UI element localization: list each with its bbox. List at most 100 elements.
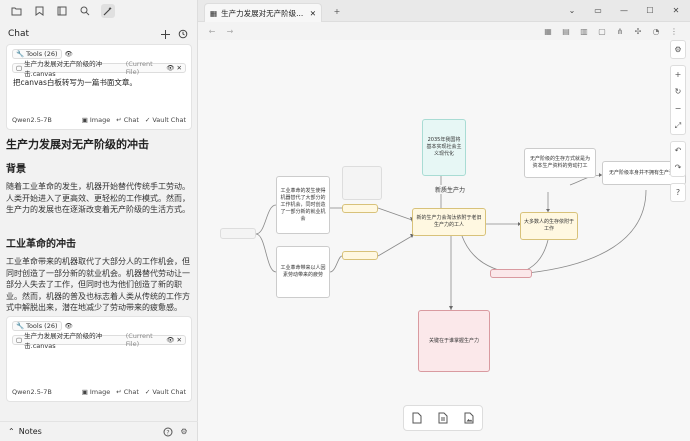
zoom-out-icon[interactable]: − bbox=[674, 104, 682, 113]
eye-icon[interactable]: 👁 bbox=[166, 64, 175, 72]
canvas-edges bbox=[255, 173, 647, 310]
sidebar-toolbar bbox=[0, 0, 197, 22]
image-icon: ▣ bbox=[81, 388, 88, 396]
grid-icon[interactable]: ▥ bbox=[580, 26, 588, 36]
tab-canvas[interactable]: ▦ 生产力发展对无产阶级... ✕ bbox=[204, 3, 322, 22]
more-options-icon[interactable]: ⋮ bbox=[670, 26, 678, 36]
bookmark-icon[interactable] bbox=[32, 4, 46, 18]
close-window-icon[interactable]: ✕ bbox=[672, 5, 680, 15]
canvas-node-small-yellow-1[interactable] bbox=[342, 204, 378, 213]
assistant-response: 生产力发展对无产阶级的冲击 背景 随着工业革命的发生，机器开始替代传统手工劳动。… bbox=[6, 136, 192, 312]
shortcut-icon: ✓ bbox=[144, 116, 151, 124]
undo-icon[interactable]: ↶ bbox=[674, 146, 682, 155]
section-heading-background: 背景 bbox=[6, 164, 26, 175]
redo-icon[interactable]: ↷ bbox=[674, 163, 682, 172]
vault-name[interactable]: Notes bbox=[18, 427, 42, 436]
chat-header: Chat bbox=[0, 26, 198, 42]
canvas-node-center[interactable]: 新的生产力会淘汰依附于老旧生产力的工人 bbox=[412, 208, 486, 236]
reset-zoom-icon[interactable]: ↻ bbox=[674, 87, 682, 96]
current-file-chip[interactable]: ▢ 生产力发展对无产阶级的冲击.canvas (Current File) 👁 … bbox=[12, 60, 186, 78]
magic-wand-icon[interactable] bbox=[101, 4, 115, 18]
chevron-icon[interactable]: ⌃ bbox=[8, 427, 15, 436]
new-tab-icon[interactable]: + bbox=[333, 6, 341, 16]
help-icon[interactable]: ? bbox=[675, 188, 681, 197]
canvas-controls: ⚙ + ↻ − ⤢ ↶ ↷ ? bbox=[670, 40, 686, 208]
canvas-icon: ▦ bbox=[210, 8, 218, 18]
file-icon: ▢ bbox=[16, 64, 23, 72]
tools-icon: 🔧 bbox=[16, 50, 25, 58]
image-button[interactable]: ▣Image bbox=[81, 388, 111, 396]
chat-button[interactable]: ↵Chat bbox=[116, 388, 139, 396]
search-icon[interactable] bbox=[78, 4, 92, 18]
doc-title: 生产力发展对无产阶级的冲击 bbox=[6, 138, 149, 151]
frame-icon[interactable]: ▢ bbox=[598, 26, 606, 36]
left-sidebar: Chat 🔧 Tools (26) 👁 ▢ 生产力发展对无产阶级的冲击.canv… bbox=[0, 0, 198, 441]
tab-bar: ▦ 生产力发展对无产阶级... ✕ + ⌄ ▭ — ☐ ✕ bbox=[198, 0, 690, 22]
fit-view-icon[interactable]: ⤢ bbox=[674, 120, 682, 130]
history-icon[interactable] bbox=[176, 27, 190, 41]
new-chat-icon[interactable] bbox=[158, 27, 172, 41]
canvas-node-right-yellow[interactable]: 大多数人的生存依附于工作 bbox=[520, 212, 578, 240]
settings-icon[interactable]: ⚙ bbox=[180, 427, 188, 436]
canvas-node-bottom[interactable]: 关键在于谁掌握生产力 bbox=[418, 310, 490, 372]
back-icon[interactable]: ← bbox=[208, 26, 216, 36]
canvas-node-placeholder[interactable] bbox=[342, 166, 382, 200]
eye-icon[interactable]: 👁 bbox=[166, 336, 175, 344]
tools-icon: 🔧 bbox=[16, 322, 25, 330]
settings-icon[interactable]: ⚙ bbox=[674, 45, 682, 54]
close-icon[interactable]: ✕ bbox=[176, 64, 182, 72]
canvas-node-empty[interactable] bbox=[220, 228, 256, 239]
image-button[interactable]: ▣Image bbox=[81, 116, 111, 124]
vault-bar: ⌃ Notes ? ⚙ bbox=[0, 421, 198, 441]
section-text-industrial: 工业革命带来的机器取代了大部分人的工作机会，但同时创造了一部分新的就业机会。机器… bbox=[6, 257, 190, 312]
image-icon: ▣ bbox=[81, 116, 88, 124]
add-card-icon[interactable] bbox=[410, 410, 424, 426]
file-icon: ▢ bbox=[16, 336, 23, 344]
tools-chip[interactable]: 🔧 Tools (26) bbox=[12, 321, 62, 331]
canvas-node-top-center[interactable]: 2035年我国将基本实现社会主义现代化 bbox=[422, 119, 466, 176]
edge-label[interactable]: 新质生产力 bbox=[433, 185, 468, 194]
svg-text:?: ? bbox=[166, 429, 169, 436]
tree-icon[interactable]: ⋔ bbox=[616, 26, 624, 36]
enter-icon: ↵ bbox=[116, 388, 122, 396]
mic-icon[interactable]: ◔ bbox=[652, 26, 660, 36]
add-media-icon[interactable] bbox=[462, 410, 476, 426]
model-selector[interactable]: Qwen2.5-7B bbox=[12, 116, 52, 124]
layout-icon[interactable]: ▤ bbox=[562, 26, 570, 36]
canvas-node-left-top[interactable]: 工业革命的发生使得机器替代了大部分的工作机会，同时创造了一部分新的就业机会 bbox=[276, 176, 330, 234]
close-icon[interactable]: ✕ bbox=[176, 336, 182, 344]
minimize-icon[interactable]: — bbox=[620, 5, 628, 15]
close-tab-icon[interactable]: ✕ bbox=[309, 8, 316, 18]
help-icon[interactable]: ? bbox=[162, 426, 174, 438]
canvas-node-small-yellow-2[interactable] bbox=[342, 251, 378, 260]
eye-icon[interactable]: 👁 bbox=[64, 50, 73, 58]
canvas-node-small-pink[interactable] bbox=[490, 269, 532, 278]
chat-message-box: 🔧 Tools (26) 👁 ▢ 生产力发展对无产阶级的冲击.canvas (C… bbox=[6, 44, 192, 130]
chat-button[interactable]: ↵Chat bbox=[116, 116, 139, 124]
current-file-chip[interactable]: ▢ 生产力发展对无产阶级的冲击.canvas (Current File) 👁 … bbox=[12, 332, 186, 350]
canvas-node-right-top[interactable]: 无产阶级的生存方式就是为资本生产资料的劳动打工 bbox=[524, 148, 596, 178]
network-icon[interactable]: ✣ bbox=[634, 26, 642, 36]
sidebar-toggle-icon[interactable]: ▭ bbox=[594, 5, 602, 15]
user-message: 把canvas白板转写为一篇书面文章。 bbox=[13, 78, 137, 87]
eye-icon[interactable]: 👁 bbox=[64, 322, 73, 330]
model-selector[interactable]: Qwen2.5-7B bbox=[12, 388, 52, 396]
maximize-icon[interactable]: ☐ bbox=[646, 5, 654, 15]
chat-title: Chat bbox=[8, 29, 30, 39]
calendar-icon[interactable]: ▦ bbox=[544, 26, 552, 36]
tools-chip[interactable]: 🔧 Tools (26) bbox=[12, 49, 62, 59]
section-text-background: 随着工业革命的发生，机器开始替代传统手工劳动。人类开始进入了更高效、更轻松的工作… bbox=[6, 182, 190, 214]
tab-list-icon[interactable]: ⌄ bbox=[568, 5, 576, 15]
forward-icon[interactable]: → bbox=[226, 26, 234, 36]
vault-chat-button[interactable]: ✓Vault Chat bbox=[144, 388, 186, 396]
canvas-node-left-bottom[interactable]: 工业革命带来以人因素劳动带来的疲劳 bbox=[276, 246, 330, 298]
folder-icon[interactable] bbox=[9, 4, 23, 18]
add-note-icon[interactable] bbox=[436, 410, 450, 426]
files-icon[interactable] bbox=[55, 4, 69, 18]
zoom-in-icon[interactable]: + bbox=[674, 70, 682, 79]
vault-chat-button[interactable]: ✓Vault Chat bbox=[144, 116, 186, 124]
chat-input-box[interactable]: 🔧 Tools (26) 👁 ▢ 生产力发展对无产阶级的冲击.canvas (C… bbox=[6, 316, 192, 402]
shortcut-icon: ✓ bbox=[144, 388, 151, 396]
canvas-area[interactable]: 2035年我国将基本实现社会主义现代化 新质生产力 工业革命的发生使得机器替代了… bbox=[198, 40, 690, 441]
nav-bar: ← → bbox=[198, 22, 690, 40]
